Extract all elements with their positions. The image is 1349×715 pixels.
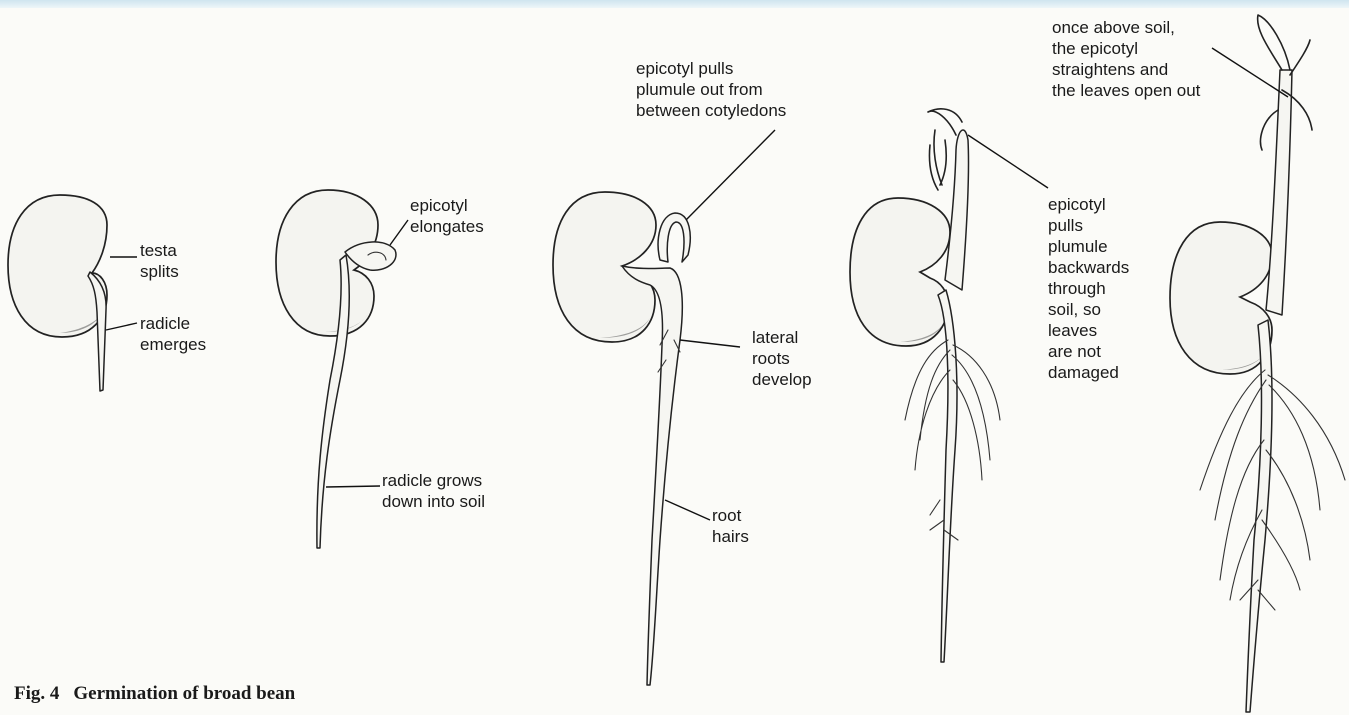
label-epicotyl-elongates: epicotyl elongates xyxy=(410,195,484,237)
stage-4-epicotyl xyxy=(945,130,969,290)
stage-3-epicotyl-hook xyxy=(658,213,690,262)
leader-root-hairs xyxy=(665,500,710,520)
caption-title: Germination of broad bean xyxy=(73,683,295,704)
leader-epicotyl-pulls-backwards xyxy=(968,135,1048,188)
stage-4-seedling xyxy=(850,109,1000,662)
label-epicotyl-pulls-backwards: epicotyl pulls plumule backwards through… xyxy=(1048,194,1129,383)
label-lateral-roots: lateral roots develop xyxy=(752,327,812,390)
leader-radicle-grows xyxy=(326,486,380,487)
figure-caption: Fig. 4 Germination of broad bean xyxy=(14,683,295,705)
stage-1-cotyledon xyxy=(8,195,107,337)
stage-2-seed xyxy=(276,190,396,548)
stage-5-epicotyl xyxy=(1266,70,1292,315)
leader-lateral-roots xyxy=(680,340,740,347)
stage-4-cotyledon xyxy=(850,198,950,346)
label-epicotyl-pulls-out: epicotyl pulls plumule out from between … xyxy=(636,58,786,121)
label-radicle-emerges: radicle emerges xyxy=(140,313,206,355)
label-testa-splits: testa splits xyxy=(140,240,179,282)
stage-5-seedling xyxy=(1170,15,1345,712)
label-root-hairs: root hairs xyxy=(712,505,749,547)
leader-radicle-emerges xyxy=(106,323,137,330)
stage-5-cotyledon xyxy=(1170,222,1272,374)
leader-epicotyl-elongates xyxy=(390,220,408,245)
leader-epicotyl-pulls-out xyxy=(686,130,775,220)
stage-1-seed xyxy=(8,195,107,391)
label-radicle-grows: radicle grows down into soil xyxy=(382,470,485,512)
leader-once-above-soil xyxy=(1212,48,1288,97)
caption-number: Fig. 4 xyxy=(14,683,59,704)
stage-3-seedling xyxy=(553,192,690,685)
label-once-above-soil: once above soil, the epicotyl straighten… xyxy=(1052,17,1200,101)
stage-3-cotyledon xyxy=(553,192,656,342)
